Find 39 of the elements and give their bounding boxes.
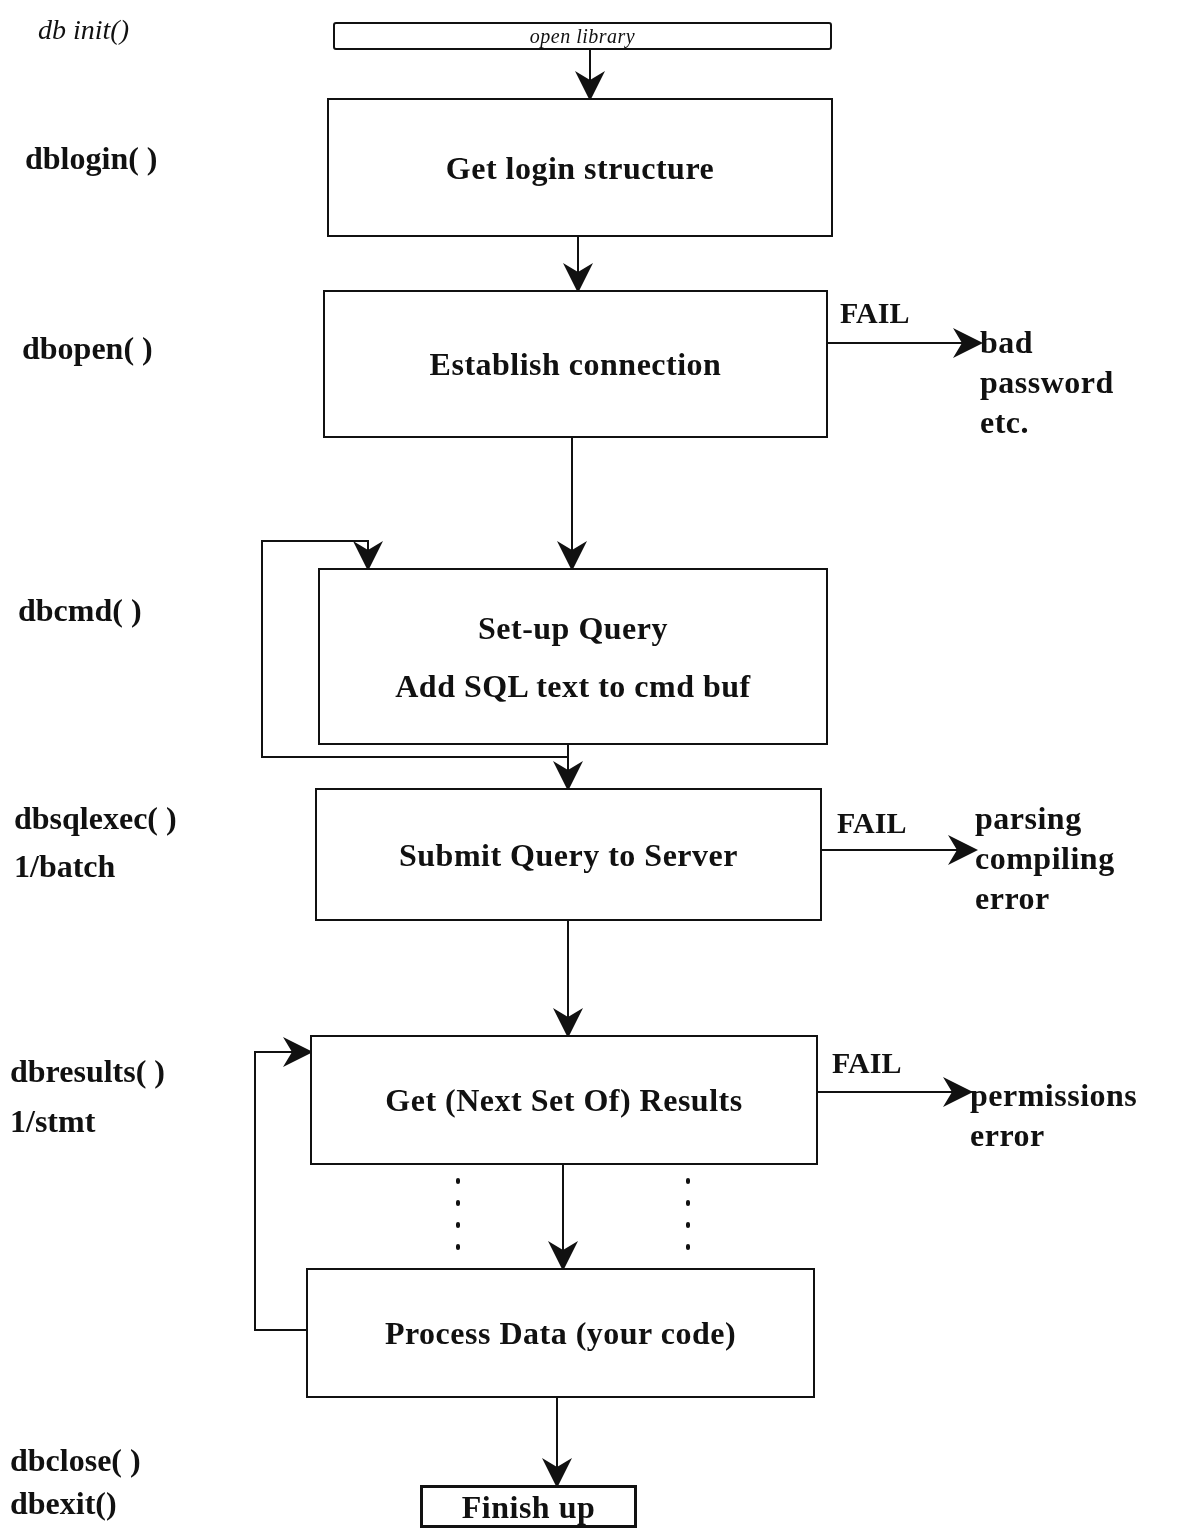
process-box <box>315 788 822 921</box>
arrow <box>548 1164 578 1271</box>
step-text: Establish connection <box>429 345 722 384</box>
arrow <box>817 1077 973 1107</box>
arrow <box>557 437 587 571</box>
function-name: dbsqlexec( ) <box>14 800 177 837</box>
arrow <box>575 49 605 101</box>
arrow <box>553 920 583 1038</box>
process-box <box>327 98 833 237</box>
step-text: Process Data (your code) <box>384 1314 737 1353</box>
step-text: Get (Next Set Of) Results <box>385 1081 743 1120</box>
process-box <box>323 290 828 438</box>
step-text: Add SQL text to cmd buf <box>395 666 751 706</box>
process-box <box>310 1035 818 1165</box>
step-text: Set-up Query <box>478 608 668 648</box>
function-name: 1/stmt <box>10 1103 96 1140</box>
step-text: Submit Query to Server <box>399 835 738 875</box>
process-box <box>318 568 828 745</box>
process-box <box>306 1268 815 1398</box>
result-text: bad password etc. <box>980 323 1115 442</box>
step-text: Finish up <box>461 1487 596 1527</box>
function-name: dbopen( ) <box>22 330 153 367</box>
end-box <box>420 1485 637 1528</box>
result-text: parsing compiling error <box>975 799 1116 918</box>
process-box <box>333 22 832 50</box>
result-text: permissions error <box>970 1076 1139 1155</box>
arrow <box>827 328 983 358</box>
function-name: dbcmd( ) <box>18 592 142 629</box>
arrow <box>821 835 978 865</box>
function-name: dbexit() <box>10 1485 117 1522</box>
function-name: dblogin( ) <box>25 140 158 177</box>
step-text: open library <box>529 23 636 49</box>
arrow <box>563 236 593 293</box>
function-name: db init() <box>38 14 129 46</box>
function-name: dbclose( ) <box>10 1442 141 1479</box>
function-name: dbresults( ) <box>10 1053 165 1090</box>
step-text: Get login structure <box>445 148 715 188</box>
arrow <box>261 540 569 758</box>
function-name: 1/batch <box>14 848 116 885</box>
